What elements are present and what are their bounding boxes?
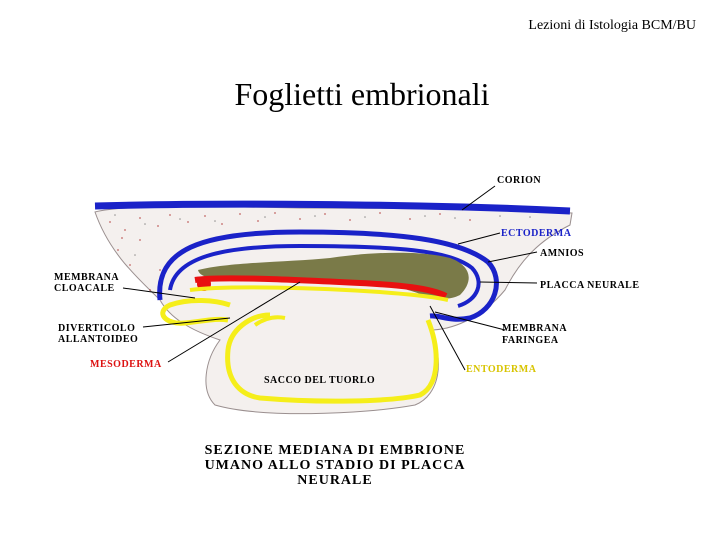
- label-diverticolo-2: ALLANTOIDEO: [58, 334, 138, 345]
- label-membrana-faringea-1: MEMBRANA: [502, 323, 567, 334]
- tissue-speckles: [109, 212, 471, 291]
- label-ectoderma: ECTODERMA: [501, 228, 572, 239]
- yolk-sac-neck: [253, 315, 286, 327]
- ectoderm-inner: [168, 243, 481, 308]
- caption-line-1: SEZIONE MEDIANA DI EMBRIONE: [204, 443, 466, 458]
- chorion-layer: [94, 200, 571, 215]
- caption-line-2: UMANO ALLO STADIO DI PLACCA: [204, 458, 466, 473]
- yolk-sac: [225, 312, 439, 404]
- endoderm-top: [189, 285, 449, 302]
- slide-header: Lezioni di Istologia BCM/BU: [528, 18, 696, 33]
- mesoderm-layer: [194, 275, 448, 299]
- label-diverticolo-1: DIVERTICOLO: [58, 323, 135, 334]
- label-placca-neurale: PLACCA NEURALE: [540, 280, 640, 291]
- label-amnios: AMNIOS: [540, 248, 584, 259]
- caption-line-3: NEURALE: [297, 473, 373, 488]
- label-membrana-cloacale-1: MEMBRANA: [54, 272, 119, 283]
- tissue-speckles-dark: [114, 214, 531, 256]
- pointer-lines: [122, 185, 538, 371]
- label-corion: CORION: [497, 175, 541, 186]
- label-sacco-tuorlo: SACCO DEL TUORLO: [264, 375, 375, 386]
- ectoderm-outer: [157, 229, 499, 322]
- label-mesoderma: MESODERMA: [90, 359, 162, 370]
- diagram-caption: SEZIONE MEDIANA DI EMBRIONE UMANO ALLO S…: [190, 443, 480, 488]
- label-membrana-faringea-2: FARINGEA: [502, 335, 559, 346]
- label-membrana-cloacale-2: CLOACALE: [54, 283, 115, 294]
- slide-title: Foglietti embrionali: [234, 76, 490, 112]
- label-entoderma: ENTODERMA: [466, 364, 537, 375]
